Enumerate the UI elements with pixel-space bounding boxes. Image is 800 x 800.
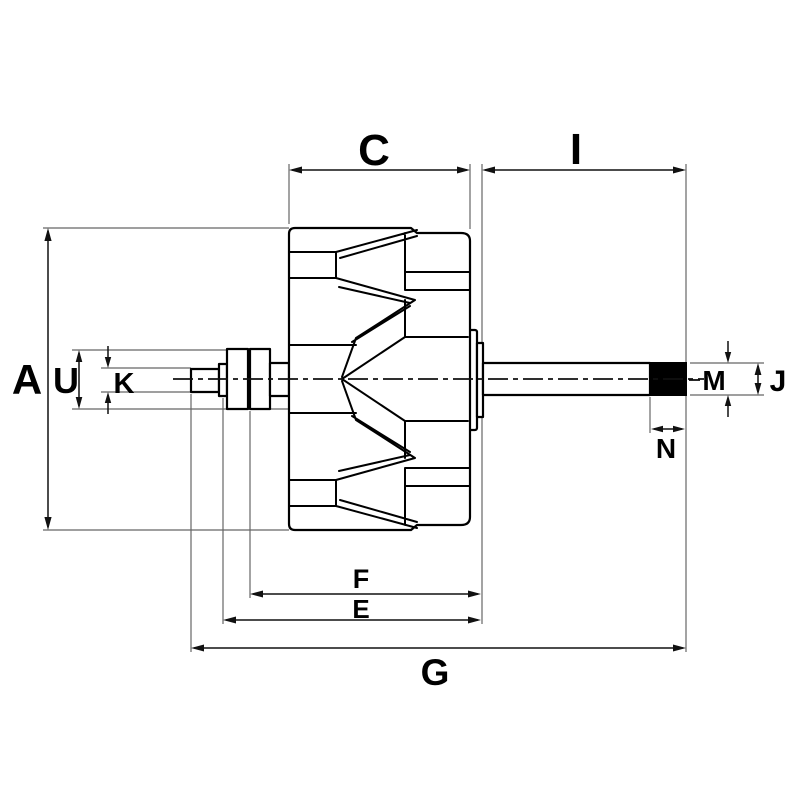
dim-label-j: J xyxy=(770,365,787,398)
rotor-body xyxy=(287,226,472,532)
dimension-lines xyxy=(44,166,762,652)
slip-ring-shaft-stub xyxy=(189,367,221,394)
dim-label-m: M xyxy=(702,365,725,396)
dim-label-f: F xyxy=(353,564,370,594)
dim-label-e: E xyxy=(352,594,369,624)
dim-label-c: C xyxy=(358,126,390,175)
dim-label-g: G xyxy=(421,652,450,693)
rotor-parts xyxy=(173,226,704,532)
dim-label-u: U xyxy=(53,360,79,401)
dim-label-n: N xyxy=(656,433,676,464)
stub-collar xyxy=(217,362,229,398)
dim-label-a: A xyxy=(12,356,42,403)
dim-label-k: K xyxy=(114,368,135,400)
claw-pole-lines xyxy=(288,229,471,529)
dim-label-i: I xyxy=(570,125,582,174)
dimension-labels: A U K C I M J N F E G xyxy=(12,125,787,693)
